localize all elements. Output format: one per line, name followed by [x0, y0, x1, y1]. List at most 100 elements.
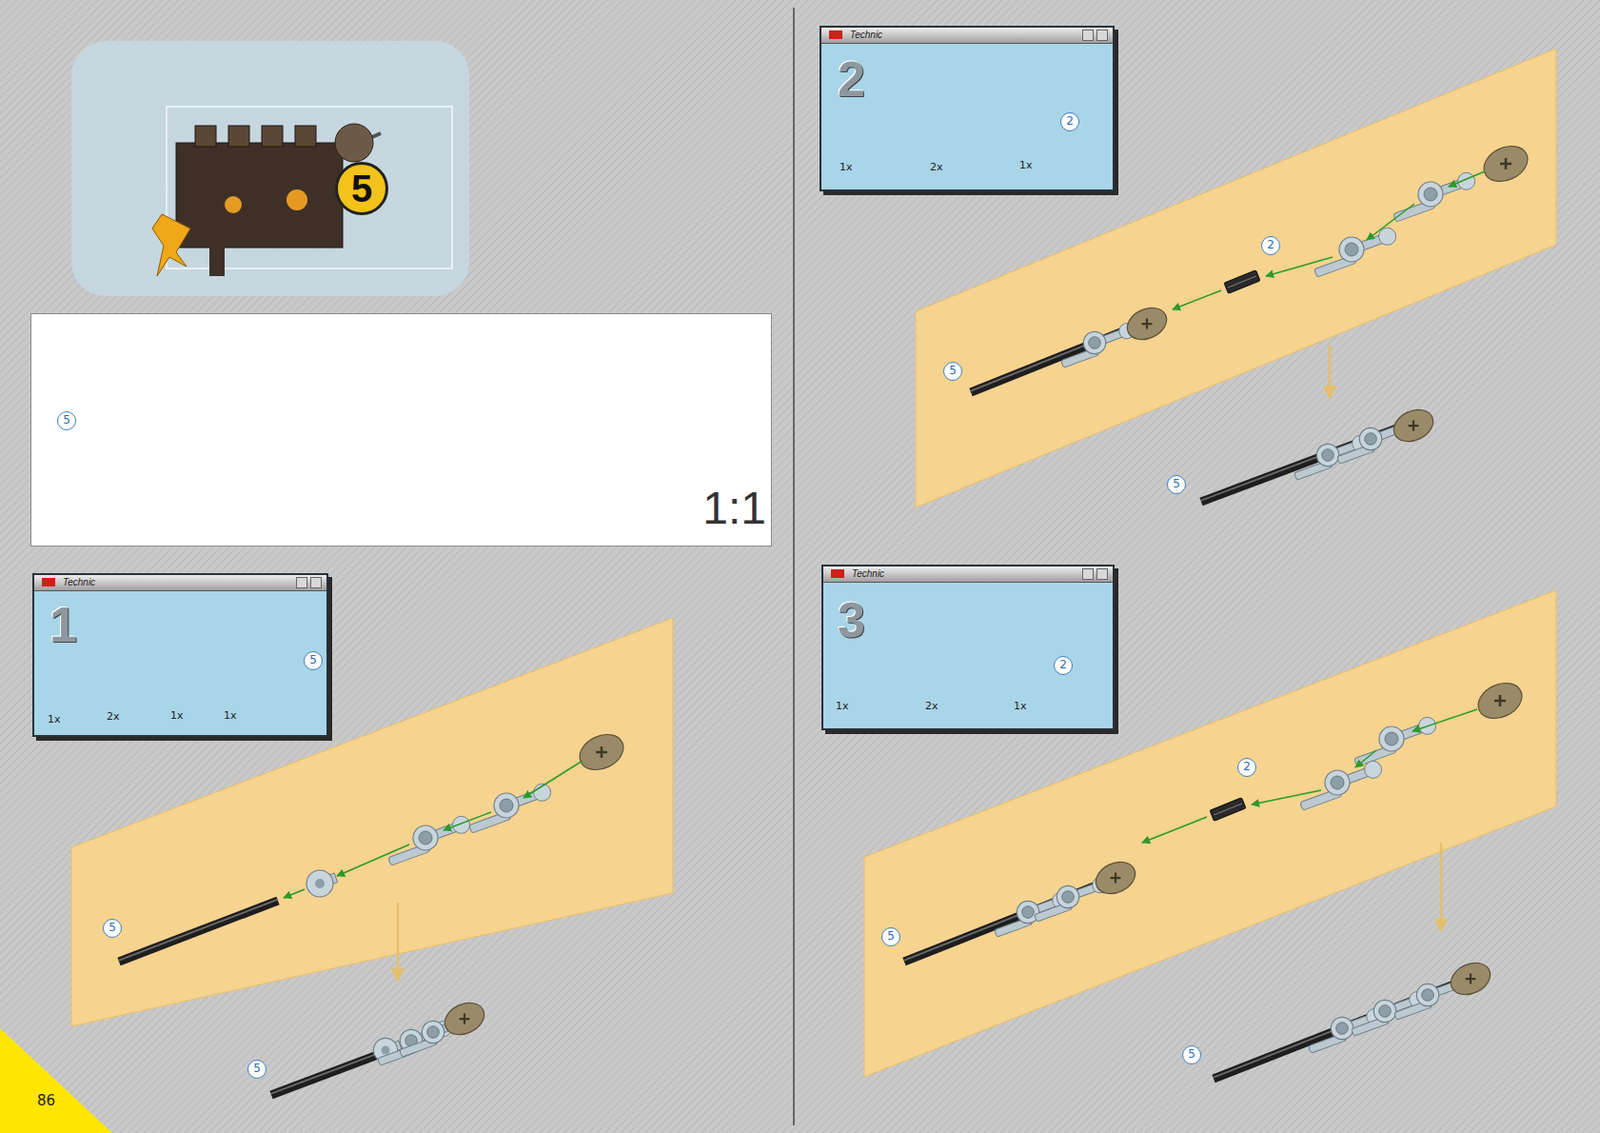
quantity: 1x: [1019, 158, 1033, 172]
callout-number: 5: [1166, 474, 1186, 494]
callout-number: 5: [57, 411, 77, 431]
crank-ring: [1373, 999, 1396, 1022]
green-arrow: [1366, 203, 1415, 240]
crank-ball: [453, 815, 471, 833]
engine-cylinder: [295, 125, 317, 147]
axle-highlight: [1201, 426, 1400, 501]
result-arrow: [1440, 842, 1443, 931]
step-number: 3: [837, 594, 866, 645]
crank-ring: [1379, 726, 1404, 751]
cam-axle-hole: [1494, 694, 1506, 707]
cam: [1478, 138, 1534, 188]
crank-ring: [1324, 770, 1350, 795]
green-arrow: [523, 760, 583, 798]
axle-joiner-ridge: [1227, 276, 1257, 288]
lego-logo: [830, 569, 845, 578]
callout-number: 5: [943, 361, 963, 381]
cam-axle-hole: [1408, 420, 1420, 432]
cam-axle-hole: [1110, 872, 1122, 884]
cam-axle-hole: [1142, 318, 1153, 330]
crank-ring: [1330, 1016, 1353, 1039]
model-badge: 5: [335, 161, 389, 216]
crank-hole: [1330, 775, 1344, 790]
axle-highlight: [271, 1051, 383, 1094]
cam-axle-hole: [595, 746, 608, 758]
crank-hole: [1088, 336, 1102, 350]
bush-hole: [381, 1046, 391, 1055]
crank-ring: [1416, 983, 1439, 1006]
callout-number: 2: [1261, 236, 1281, 256]
scale-box: 5 1:1: [30, 313, 772, 547]
callout-number: 5: [102, 918, 122, 938]
cam-axle-hole: [459, 1013, 471, 1025]
fan: [152, 214, 191, 277]
quantity: 2x: [925, 699, 939, 712]
crank-hole: [427, 1026, 440, 1039]
flywheel: [335, 123, 374, 162]
step-3-build: [904, 675, 1528, 1079]
green-arrow: [283, 888, 305, 898]
window-title: Technic: [62, 575, 96, 590]
crank-ring: [493, 792, 519, 818]
crank-hole: [499, 798, 514, 812]
quantity: 1x: [1013, 699, 1028, 712]
page-corner: [0, 1027, 113, 1133]
callout-number: 5: [247, 1059, 267, 1079]
preview-cloud: [71, 40, 470, 297]
window-button: [1082, 29, 1094, 41]
window-title: Technic: [849, 28, 883, 42]
crank-hole: [1384, 731, 1399, 746]
lego-logo: [829, 30, 843, 40]
crank-ball: [1364, 760, 1383, 778]
green-arrow: [1412, 709, 1478, 731]
crank-hole: [1423, 187, 1438, 201]
result-arrow: [1328, 344, 1332, 398]
result-arrow: [396, 902, 400, 981]
crank-hole: [1344, 242, 1359, 257]
parts-panel: Technic21x2x1x2: [819, 25, 1115, 192]
engine-detail: [224, 196, 242, 214]
axle: [904, 885, 1097, 962]
axle: [271, 1052, 383, 1095]
step-number: 2: [837, 54, 866, 104]
cam: [439, 996, 490, 1041]
green-arrow: [443, 811, 492, 830]
window-button: [1082, 568, 1094, 580]
cam: [1388, 403, 1439, 448]
quantity: 1x: [839, 160, 853, 174]
window-title: Technic: [851, 567, 885, 581]
quantity: 2x: [929, 160, 944, 174]
cam-axle-hole: [1465, 973, 1477, 985]
cam: [1445, 956, 1496, 1001]
quantity: 1x: [47, 712, 61, 726]
scale-ratio: 1:1: [686, 485, 767, 532]
callout-number: 5: [881, 927, 901, 947]
axle-joiner: [1209, 797, 1246, 822]
page-divider: [792, 7, 795, 1126]
axle-highlight: [904, 884, 1097, 961]
engine-detail: [286, 189, 308, 211]
crank-ring: [1339, 237, 1364, 262]
engine-cylinder: [228, 125, 250, 147]
callout-number: 5: [303, 651, 323, 671]
crank-ring: [1359, 427, 1382, 450]
window-button: [296, 576, 308, 589]
step-number: 1: [49, 599, 78, 650]
crank-ring: [1083, 331, 1106, 354]
quantity: 1x: [223, 709, 238, 722]
engine-cylinder: [261, 125, 283, 147]
green-arrow: [1251, 790, 1322, 805]
crank-hole: [1062, 890, 1075, 904]
window-button: [1096, 568, 1108, 580]
green-arrow: [1448, 171, 1485, 187]
axle-highlight: [970, 330, 1124, 392]
crank-hole: [1364, 433, 1378, 446]
window-button: [310, 576, 322, 589]
quantity: 1x: [835, 699, 850, 712]
axle-highlight: [1213, 982, 1457, 1078]
cam: [573, 727, 630, 776]
axle: [118, 900, 278, 962]
green-arrow: [1142, 816, 1207, 843]
bush: [306, 869, 334, 897]
